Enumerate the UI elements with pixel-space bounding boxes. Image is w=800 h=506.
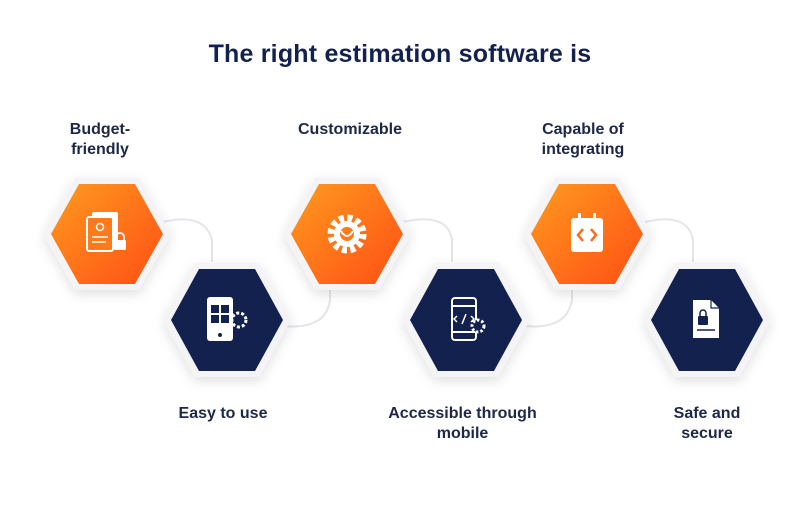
hexagon-safe-secure bbox=[643, 263, 771, 377]
feature-label-budget-friendly: Budget- friendly bbox=[69, 121, 131, 158]
connector-5 bbox=[644, 218, 694, 262]
connector-2 bbox=[282, 270, 331, 328]
connector-3 bbox=[402, 218, 453, 262]
secure-document-icon bbox=[693, 300, 719, 338]
document-lock-icon bbox=[86, 212, 126, 252]
connector-lines bbox=[162, 218, 694, 328]
connector-1 bbox=[162, 218, 213, 262]
code-card-icon bbox=[571, 213, 603, 252]
connector-4 bbox=[524, 270, 573, 328]
feature-label-accessible-mobile: Accessible through mobile bbox=[388, 405, 537, 442]
page-title: The right estimation software is bbox=[208, 40, 592, 68]
hexagon-capable-integrating bbox=[523, 178, 651, 290]
hexagon-easy-to-use bbox=[163, 263, 291, 377]
hexagon-customizable bbox=[283, 178, 411, 290]
feature-label-customizable: Customizable bbox=[297, 121, 402, 138]
mobile-code-icon bbox=[451, 297, 486, 341]
hexagon-budget-friendly bbox=[43, 178, 171, 290]
gear-icon bbox=[327, 214, 367, 254]
phone-gear-icon bbox=[207, 297, 248, 341]
feature-label-safe-secure: Safe and secure bbox=[673, 405, 741, 442]
feature-label-easy-to-use: Easy to use bbox=[178, 405, 268, 422]
hexagon-accessible-mobile bbox=[402, 263, 530, 377]
feature-label-capable-integrating: Capable of integrating bbox=[541, 121, 625, 158]
